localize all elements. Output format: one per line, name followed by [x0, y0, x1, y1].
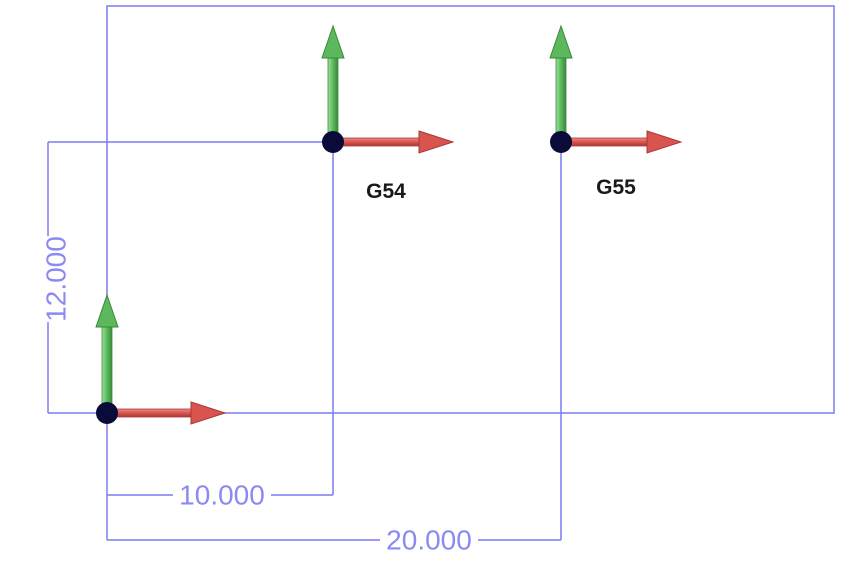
- g54-triad: [321, 24, 455, 154]
- x-axis-arrow: [560, 130, 683, 154]
- origin-dot: [322, 131, 344, 153]
- y-axis-arrow: [321, 24, 345, 143]
- dimension-value-g54: 10.000: [179, 480, 265, 511]
- g54-x-dimension: 10.000: [106, 142, 334, 540]
- x-axis-arrow: [106, 401, 227, 425]
- origin-dot: [96, 402, 118, 424]
- g55-label: G55: [596, 176, 636, 199]
- stock-boundary: [106, 5, 835, 414]
- origin-dot: [550, 131, 572, 153]
- g54-label: G54: [366, 180, 406, 203]
- x-axis-arrow: [332, 130, 455, 154]
- machine-origin-triad: [95, 293, 227, 425]
- g55-triad: [549, 24, 683, 154]
- dimension-value-vertical: 12.000: [41, 236, 72, 322]
- dimension-value-g55: 20.000: [386, 525, 472, 556]
- y-axis-arrow: [95, 293, 119, 414]
- y-axis-arrow: [549, 24, 573, 143]
- g55-x-dimension: 20.000: [107, 142, 562, 556]
- vertical-dimension: 12.000: [41, 141, 333, 414]
